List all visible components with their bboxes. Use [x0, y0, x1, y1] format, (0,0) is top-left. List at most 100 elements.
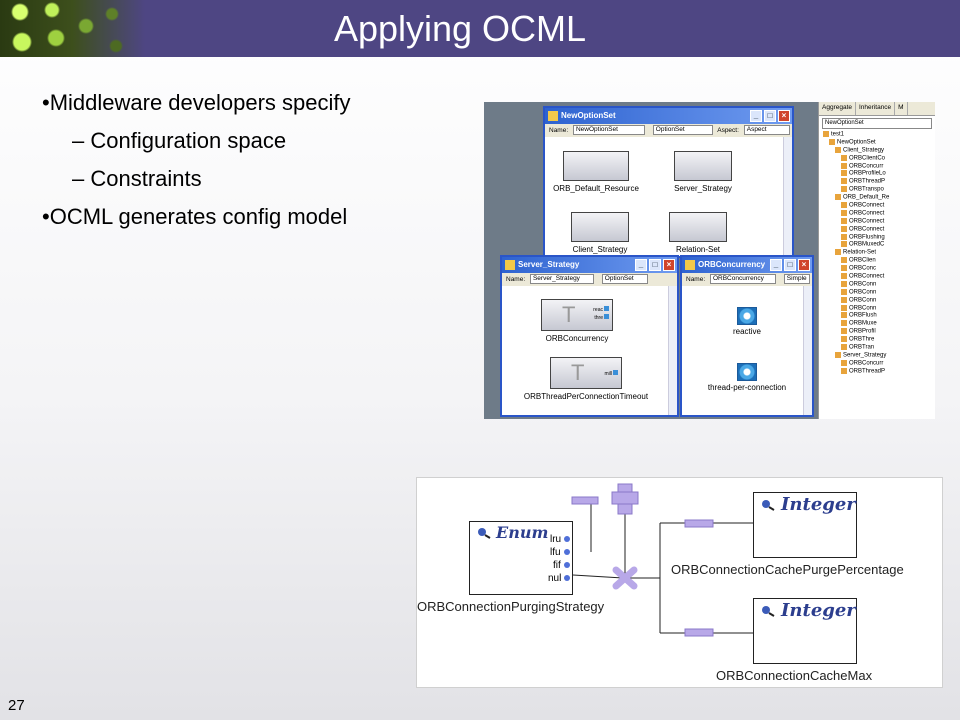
name-bar: Name: Server_Strategy OptionSet — [502, 273, 677, 286]
minimize-icon[interactable]: _ — [750, 110, 762, 122]
maximize-icon[interactable]: □ — [649, 259, 661, 271]
tree-node-icon — [841, 288, 847, 295]
tree-item[interactable]: Client_Strategy — [823, 146, 935, 155]
connector-lines — [571, 483, 753, 637]
tree-item[interactable]: ORBConn — [823, 280, 935, 289]
model-orb-concurrency[interactable]: T reac thre ORBConcurrency — [532, 299, 622, 343]
port-icon — [613, 370, 618, 375]
tree-item-label: Relation-Set — [843, 249, 877, 256]
tree-node-icon — [841, 320, 847, 327]
tree-item-label: Server_Strategy — [843, 352, 887, 359]
enum-item-label: reactive — [732, 327, 761, 336]
window-titlebar[interactable]: NewOptionSet _ □ × — [545, 108, 792, 124]
name-label: Name: — [506, 276, 526, 283]
tree-item[interactable]: ORBConn — [823, 296, 935, 305]
tree-item[interactable]: ORBConnect — [823, 273, 935, 281]
tree-node-icon — [835, 351, 841, 358]
enum-item-thread-per-connection[interactable]: thread-per-connection — [684, 363, 810, 392]
maximize-icon[interactable]: □ — [784, 259, 796, 271]
tab-aggregate[interactable]: Aggregate — [819, 102, 856, 115]
model-orb-default-resource[interactable]: ORB_Default_Resource — [551, 151, 641, 193]
tree-item[interactable]: ORBConnect — [823, 202, 935, 210]
close-icon[interactable]: × — [663, 259, 675, 271]
aspect-field[interactable]: Aspect — [743, 125, 790, 136]
minimize-icon[interactable]: _ — [770, 259, 782, 271]
bullet-text: Configuration space — [90, 128, 287, 153]
tree-item[interactable]: ORBConnect — [823, 225, 935, 234]
name-field[interactable]: NewOptionSet — [572, 125, 645, 136]
window-titlebar[interactable]: Server_Strategy _ □ × — [502, 257, 677, 273]
window-titlebar[interactable]: ORBConcurrency _ □ × — [682, 257, 812, 273]
tree-item[interactable]: ORBConn — [823, 288, 935, 297]
tree-item-label: ORBProfileLo — [849, 171, 886, 178]
port-icon — [604, 314, 609, 319]
tree-item[interactable]: ORBThreadP — [823, 178, 935, 186]
integer-label: ORBConnectionCacheMax — [716, 668, 873, 683]
slide-header: Applying OCML — [0, 0, 960, 57]
tab-inheritance[interactable]: Inheritance — [856, 102, 896, 115]
tree-item[interactable]: ORBConc — [823, 265, 935, 273]
tree-item-label: Client_Strategy — [843, 147, 885, 154]
enum-box[interactable] — [469, 521, 573, 595]
enum-item-reactive[interactable]: reactive — [692, 307, 802, 336]
port-label: reac — [593, 307, 603, 313]
magnifier-icon — [761, 498, 775, 511]
minimize-icon[interactable]: _ — [635, 259, 647, 271]
tab-meta[interactable]: M — [895, 102, 908, 115]
close-icon[interactable]: × — [798, 259, 810, 271]
enum-label: ORBConnectionPurgingStrategy — [417, 599, 605, 614]
name-bar: Name: NewOptionSet OptionSet Aspect: Asp… — [545, 124, 792, 137]
tree-item-label: ORBConn — [849, 281, 877, 288]
model-client-strategy[interactable]: Client_Strategy — [565, 212, 635, 254]
maximize-icon[interactable]: □ — [764, 110, 776, 122]
close-icon[interactable]: × — [778, 110, 790, 122]
bullet-item: – Constraints — [42, 162, 351, 200]
model-orb-thread-per-connection-timeout[interactable]: T mill ORBThreadPerConnectionTimeout — [506, 357, 666, 401]
text-type-icon: T — [571, 360, 585, 385]
tree-item[interactable]: ORBConnect — [823, 217, 935, 226]
tree-item[interactable]: ORBClien — [823, 257, 935, 265]
integer-box[interactable] — [753, 492, 857, 558]
tree-item[interactable]: ORBConnect — [823, 209, 935, 218]
tree-item[interactable]: ORBFlushing — [823, 233, 935, 242]
vertical-scrollbar[interactable] — [668, 286, 677, 415]
integer-title: Integer — [781, 494, 856, 515]
attribute-label: lfu — [550, 547, 561, 558]
tree-item[interactable]: ORBProfil — [823, 328, 935, 336]
tree-item[interactable]: ORBConcurr — [823, 359, 935, 368]
tree-item[interactable]: ORBMuxe — [823, 320, 935, 328]
tree-item[interactable]: ORBProfileLo — [823, 170, 935, 178]
tree-item[interactable]: ORBConcurr — [823, 162, 935, 171]
tree-item[interactable]: ORBThre — [823, 336, 935, 344]
name-field[interactable]: Server_Strategy — [529, 274, 594, 285]
tree-item[interactable]: ORBTran — [823, 344, 935, 352]
aspect-label: Aspect: — [717, 127, 739, 134]
vertical-scrollbar[interactable] — [803, 286, 812, 415]
attribute-label: fif — [553, 560, 561, 571]
name-field[interactable]: ORBConcurrency — [709, 274, 776, 285]
tree-item-label: ORBProfil — [849, 328, 876, 335]
tree-item[interactable]: ORBFlush — [823, 312, 935, 320]
tree-item[interactable]: ORBTranspo — [823, 186, 935, 194]
tree-node-icon — [835, 249, 841, 256]
tree-item[interactable]: NewOptionSet — [823, 138, 935, 147]
tree-item[interactable]: ORBConn — [823, 304, 935, 313]
model-server-strategy[interactable]: Server_Strategy — [663, 151, 743, 193]
tree-item-label: ORBTranspo — [849, 186, 884, 193]
model-relation-set[interactable]: Relation-Set — [663, 212, 733, 254]
tree-item[interactable]: ORBClientCo — [823, 154, 935, 163]
tree-item[interactable]: ORBThreadP — [823, 367, 935, 376]
tree-item[interactable]: Relation-Set — [823, 249, 935, 257]
tree-item[interactable]: ORB_Default_Re — [823, 194, 935, 202]
tree-item[interactable]: Server_Strategy — [823, 351, 935, 360]
integer-box[interactable] — [753, 598, 857, 664]
tree-item[interactable]: test1 — [823, 131, 935, 139]
model-label: ORB_Default_Resource — [553, 184, 639, 193]
tree-item[interactable]: ORBMuxedC — [823, 241, 935, 249]
vertical-scrollbar[interactable] — [783, 137, 792, 256]
enum-item-icon — [737, 307, 757, 325]
browser-combo[interactable]: NewOptionSet — [822, 118, 932, 129]
bullet-text: OCML generates config model — [49, 204, 348, 229]
name-bar: Name: ORBConcurrency Simple — [682, 273, 812, 286]
